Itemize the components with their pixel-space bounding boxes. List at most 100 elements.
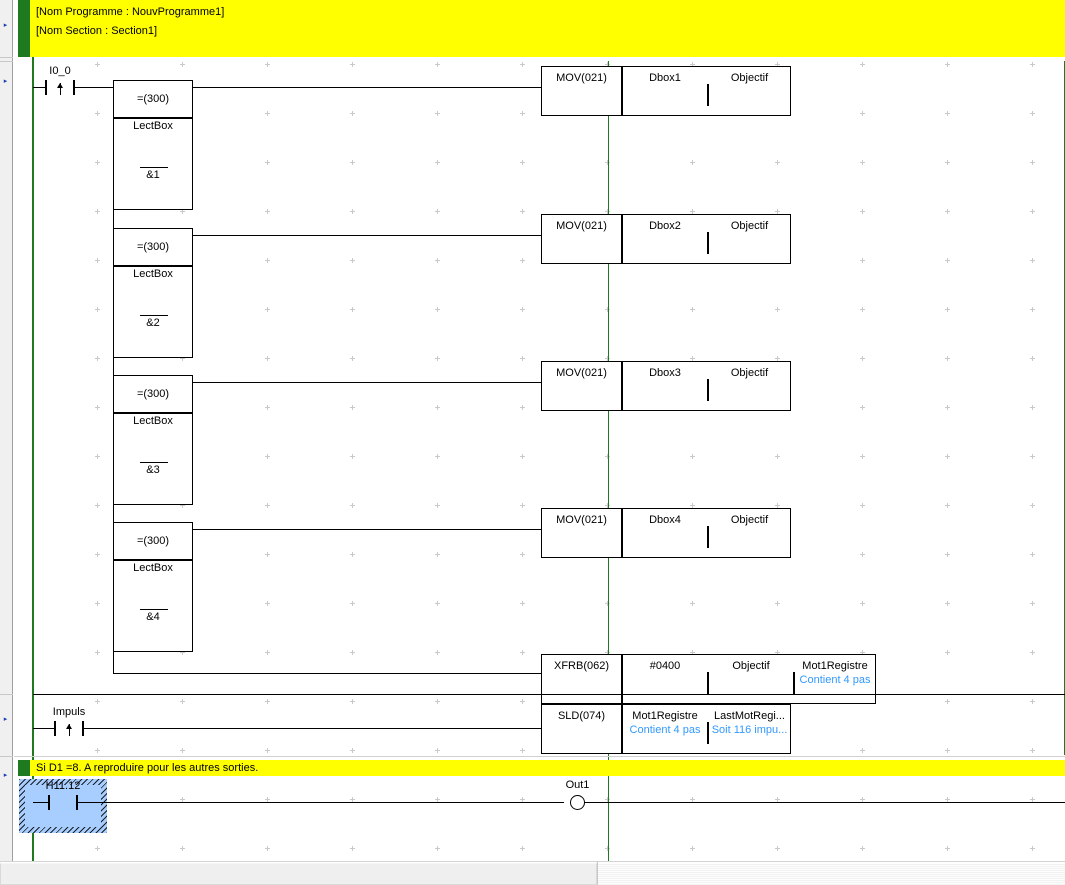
compare-operand: LectBox bbox=[133, 268, 173, 280]
section-comment-banner[interactable]: Si D1 =8. A reproduire pour les autres s… bbox=[18, 760, 1065, 776]
grid-mark bbox=[945, 748, 950, 753]
wire bbox=[193, 235, 542, 236]
mov-instruction: MOV(021) bbox=[556, 220, 607, 232]
mov-destination: Objectif bbox=[730, 72, 769, 84]
grid-mark bbox=[520, 748, 525, 753]
program-comment-banner[interactable]: [Nom Programme : NouvProgramme1] [Nom Se… bbox=[18, 0, 1065, 57]
grid-mark bbox=[265, 160, 270, 165]
contact-impuls[interactable]: Impuls bbox=[53, 706, 85, 736]
compare-block-3[interactable]: =(300) LectBox &3 bbox=[113, 375, 193, 505]
xfrb-operand-3-comment: Contient 4 pas bbox=[799, 674, 871, 686]
panel-divider bbox=[597, 861, 598, 885]
mov-source: Dbox4 bbox=[649, 514, 681, 526]
mov-block-4[interactable]: MOV(021) Dbox4 Objectif bbox=[541, 508, 791, 558]
grid-mark bbox=[690, 454, 695, 459]
grid-mark bbox=[265, 62, 270, 67]
mov-instruction: MOV(021) bbox=[556, 514, 607, 526]
sld-instruction: SLD(074) bbox=[557, 710, 606, 722]
grid-mark bbox=[265, 454, 270, 459]
mov-source: Dbox3 bbox=[649, 367, 681, 379]
compare-instruction: =(300) bbox=[136, 241, 170, 253]
grid-mark bbox=[265, 650, 270, 655]
grid-mark bbox=[350, 503, 355, 508]
gutter-mark[interactable]: ▸ bbox=[3, 22, 8, 29]
grid-mark bbox=[180, 62, 185, 67]
gutter-mark[interactable]: ▸ bbox=[3, 716, 8, 723]
grid-mark bbox=[860, 62, 865, 67]
grid-mark bbox=[435, 62, 440, 67]
selection-hatch-border bbox=[19, 779, 107, 833]
comment-color-tab bbox=[18, 0, 30, 57]
grid-mark bbox=[265, 405, 270, 410]
grid-mark bbox=[860, 552, 865, 557]
wire bbox=[193, 382, 542, 383]
compare-value: &4 bbox=[146, 611, 160, 623]
grid-mark bbox=[95, 650, 100, 655]
row-gutter[interactable]: ▸ ▸ ▸ ▸ bbox=[0, 0, 13, 861]
grid-mark bbox=[95, 356, 100, 361]
grid-mark bbox=[520, 503, 525, 508]
grid-mark bbox=[520, 601, 525, 606]
grid-mark bbox=[95, 748, 100, 753]
grid-mark bbox=[435, 454, 440, 459]
grid-mark bbox=[350, 699, 355, 704]
grid-mark bbox=[180, 699, 185, 704]
gutter-mark[interactable]: ▸ bbox=[3, 772, 8, 779]
grid-mark bbox=[1030, 258, 1035, 263]
grid-mark bbox=[520, 160, 525, 165]
horizontal-scrollbar[interactable] bbox=[0, 861, 1065, 885]
wire bbox=[113, 673, 542, 674]
grid-mark bbox=[265, 846, 270, 851]
grid-mark bbox=[775, 454, 780, 459]
grid-mark bbox=[1030, 356, 1035, 361]
compare-block-4[interactable]: =(300) LectBox &4 bbox=[113, 522, 193, 652]
compare-block-1[interactable]: =(300) LectBox &1 bbox=[113, 80, 193, 210]
compare-block-2[interactable]: =(300) LectBox &2 bbox=[113, 228, 193, 358]
grid-mark bbox=[180, 748, 185, 753]
coil-label: Out1 bbox=[565, 779, 590, 791]
grid-mark bbox=[350, 111, 355, 116]
grid-mark bbox=[95, 111, 100, 116]
grid-mark bbox=[520, 111, 525, 116]
sld-block[interactable]: SLD(074) Mot1Registre Contient 4 pas Las… bbox=[541, 704, 791, 754]
grid-mark bbox=[435, 699, 440, 704]
mov-block-3[interactable]: MOV(021) Dbox3 Objectif bbox=[541, 361, 791, 411]
rung-separator bbox=[33, 694, 1065, 695]
contact-label: H11.12 bbox=[45, 780, 81, 792]
compare-instruction: =(300) bbox=[136, 535, 170, 547]
contact-h11-12[interactable]: H11.12 bbox=[46, 780, 80, 810]
xfrb-operand-1: #0400 bbox=[649, 660, 681, 672]
grid-mark bbox=[350, 601, 355, 606]
left-power-rail bbox=[32, 0, 34, 861]
sld-operand-1: Mot1Registre bbox=[632, 710, 698, 722]
grid-mark bbox=[1030, 209, 1035, 214]
center-power-rail bbox=[608, 61, 609, 861]
mov-block-2[interactable]: MOV(021) Dbox2 Objectif bbox=[541, 214, 791, 264]
scrollbar-thumb[interactable] bbox=[0, 863, 597, 885]
grid-mark bbox=[1030, 846, 1035, 851]
coil-out1[interactable]: Out1 bbox=[566, 779, 589, 810]
mov-destination: Objectif bbox=[730, 514, 769, 526]
grid-mark bbox=[860, 601, 865, 606]
xfrb-block[interactable]: XFRB(062) #0400 Objectif Mot1Registre Co… bbox=[541, 654, 876, 704]
mov-block-1[interactable]: MOV(021) Dbox1 Objectif bbox=[541, 66, 791, 116]
grid-mark bbox=[350, 356, 355, 361]
selected-cell[interactable] bbox=[19, 779, 107, 833]
comment-line-program: [Nom Programme : NouvProgramme1] bbox=[36, 6, 225, 18]
sld-operand-1-comment: Contient 4 pas bbox=[629, 724, 701, 736]
wire bbox=[584, 802, 1065, 803]
grid-mark bbox=[520, 62, 525, 67]
grid-mark bbox=[690, 160, 695, 165]
grid-mark bbox=[435, 601, 440, 606]
grid-mark bbox=[520, 307, 525, 312]
grid-mark bbox=[1030, 307, 1035, 312]
gutter-mark[interactable]: ▸ bbox=[3, 78, 8, 85]
grid-mark bbox=[350, 405, 355, 410]
grid-mark bbox=[860, 258, 865, 263]
contact-i0-0[interactable]: I0_0 bbox=[45, 65, 75, 95]
wire bbox=[33, 87, 46, 88]
grid-mark bbox=[180, 846, 185, 851]
sld-operand-2-comment: Soit 116 impu... bbox=[711, 724, 788, 736]
ladder-canvas[interactable]: [Nom Programme : NouvProgramme1] [Nom Se… bbox=[14, 0, 1065, 861]
grid-mark bbox=[775, 160, 780, 165]
